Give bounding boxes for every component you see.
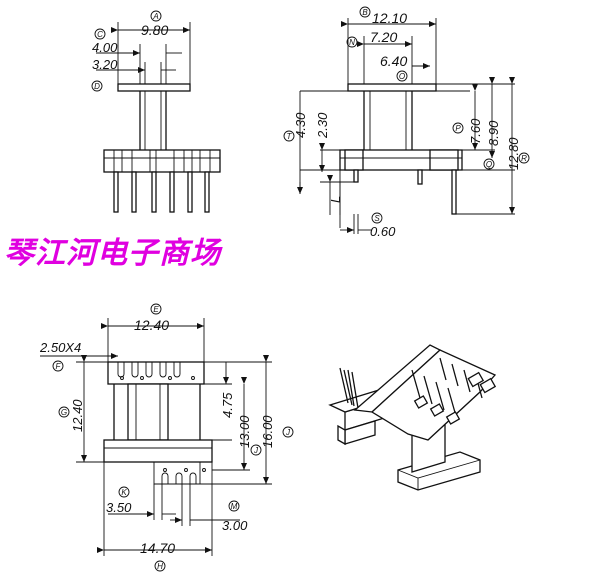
top-flange (117, 83, 191, 92)
dim-h-value: 14.70 (140, 540, 175, 556)
label-a-letter: A (152, 12, 158, 21)
dim-f-value: 2.50X4 (39, 340, 81, 355)
label-p-letter: P (455, 124, 461, 133)
dim-j2-value: 16.00 (260, 415, 275, 448)
dim-g-value: 12.40 (70, 399, 85, 432)
label-b-letter: B (362, 8, 368, 17)
label-q-letter: Q (486, 160, 492, 169)
dim-t2-value: 2.30 (315, 112, 330, 139)
dim-a-value: 9.80 (141, 22, 168, 38)
label-h-letter: H (157, 562, 163, 571)
bottom-left-view: E 12.40 2.50X4 F G 12.40 4.75 13.00 J 16… (39, 303, 294, 572)
label-n-letter: N (349, 38, 355, 47)
label-f-letter: F (56, 362, 62, 371)
dim-p-value: 7.60 (468, 118, 483, 144)
dim-r-value: 12.80 (506, 137, 521, 170)
dim-t-value: 4.30 (293, 112, 308, 138)
label-g-letter: G (61, 408, 67, 417)
label-k-letter: K (121, 488, 127, 497)
isometric-view (328, 344, 497, 491)
label-r-letter: R (521, 154, 527, 163)
dim-i-value: 4.75 (220, 392, 235, 418)
label-j2-letter: J (285, 428, 291, 437)
label-s-letter: S (374, 214, 380, 223)
top-left-view: A 9.80 C 4.00 3.20 D (91, 10, 221, 213)
watermark-text: 琴江河电子商场 (4, 236, 221, 271)
label-t-letter: T (287, 132, 293, 141)
top-right-view: B 12.10 N 7.20 6.40 O T 4.30 2.30 L P 7.… (283, 6, 530, 239)
dim-q-value: 8.90 (486, 120, 501, 146)
dim-c-value: 4.00 (92, 40, 118, 55)
pins (113, 171, 210, 213)
dim-j-value: 13.00 (237, 415, 252, 448)
dim-s-value: 0.60 (370, 224, 396, 239)
label-d-letter: D (94, 82, 100, 91)
dim-o-value: 6.40 (380, 53, 407, 69)
dim-k-value: 3.50 (106, 500, 132, 515)
dim-l-value: L (328, 196, 343, 203)
base-block (103, 149, 221, 173)
dim-e-value: 12.40 (134, 317, 169, 333)
dim-d-value: 3.20 (92, 57, 118, 72)
dim-b-value: 12.10 (372, 10, 407, 26)
dim-m-value: 3.00 (222, 518, 248, 533)
label-c-letter: C (97, 30, 103, 39)
label-m-letter: M (231, 502, 238, 511)
dim-n-value: 7.20 (370, 29, 397, 45)
label-j-letter: J (253, 446, 259, 455)
label-e-letter: E (153, 305, 159, 314)
label-o-letter: O (399, 72, 405, 81)
